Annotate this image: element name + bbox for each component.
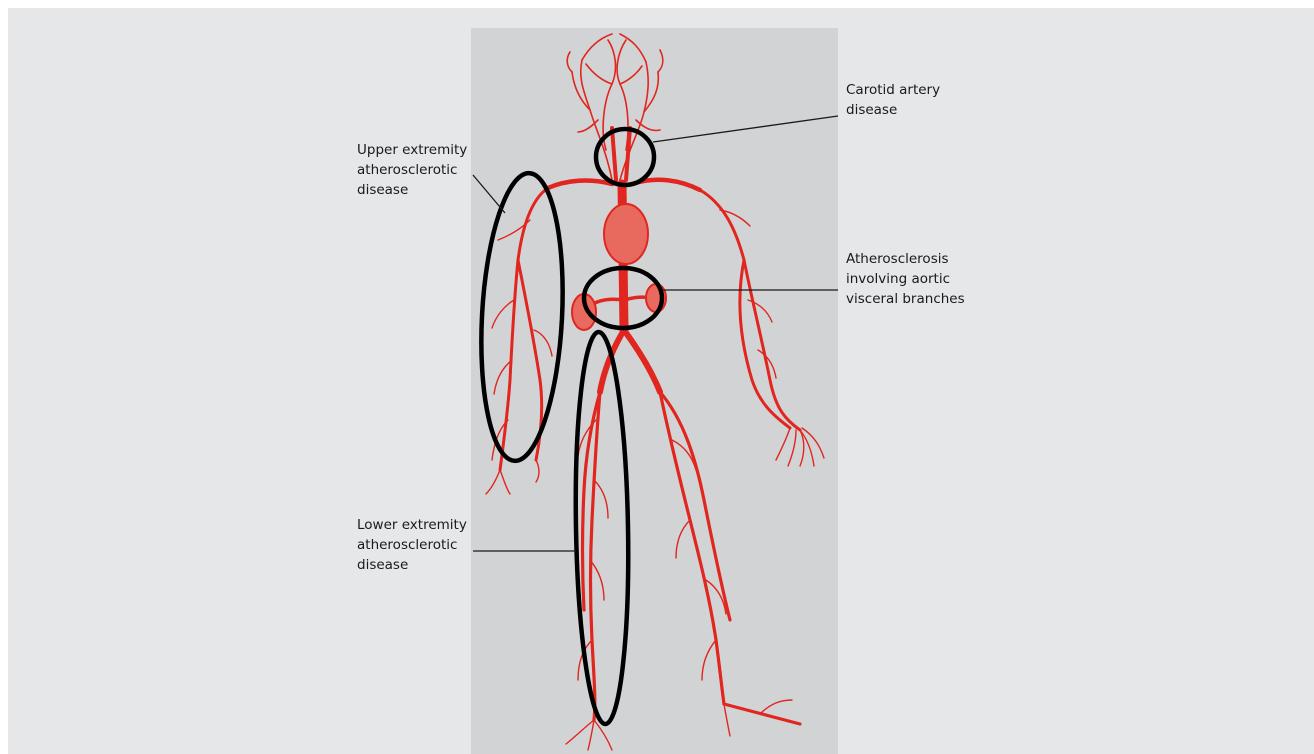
upper-extremity-label-line: Upper extremity (357, 140, 467, 160)
lower-extremity-label-line: disease (357, 555, 467, 575)
lower-extremity-label: Lower extremity atherosclerotic disease (357, 515, 467, 575)
lower-extremity-label-line: Lower extremity (357, 515, 467, 535)
upper-extremity-ring (475, 171, 570, 463)
aortic-visceral-label-line: involving aortic (846, 269, 965, 289)
carotid-label-line: Carotid artery (846, 80, 940, 100)
heart (604, 204, 648, 264)
aortic-visceral-label: Atherosclerosis involving aortic viscera… (846, 249, 965, 309)
iliac-arteries (600, 330, 660, 392)
left-leg-arteries (660, 392, 800, 724)
carotid-label-line: disease (846, 100, 940, 120)
carotid-leader (653, 116, 838, 142)
upper-extremity-label: Upper extremity atherosclerotic disease (357, 140, 467, 200)
left-arm-branches (720, 210, 824, 466)
carotid-label: Carotid artery disease (846, 80, 940, 120)
lower-extremity-label-line: atherosclerotic (357, 535, 467, 555)
aortic-visceral-label-line: visceral branches (846, 289, 965, 309)
left-leg-branches (672, 440, 792, 736)
upper-extremity-label-line: atherosclerotic (357, 160, 467, 180)
upper-extremity-leader (473, 175, 505, 213)
upper-extremity-label-line: disease (357, 180, 467, 200)
aortic-visceral-label-line: Atherosclerosis (846, 249, 965, 269)
